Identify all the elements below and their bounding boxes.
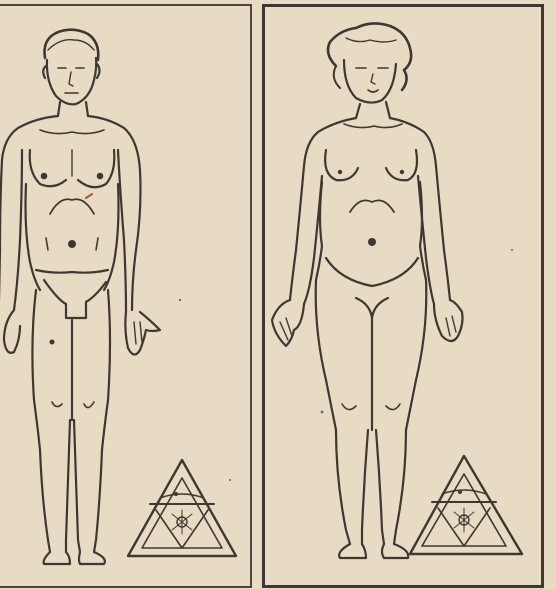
paper-specks xyxy=(179,249,513,481)
female-figure xyxy=(272,23,463,558)
triangle-emblem-right xyxy=(410,456,522,554)
male-figure xyxy=(0,30,160,564)
triangle-emblem-left xyxy=(128,460,236,556)
